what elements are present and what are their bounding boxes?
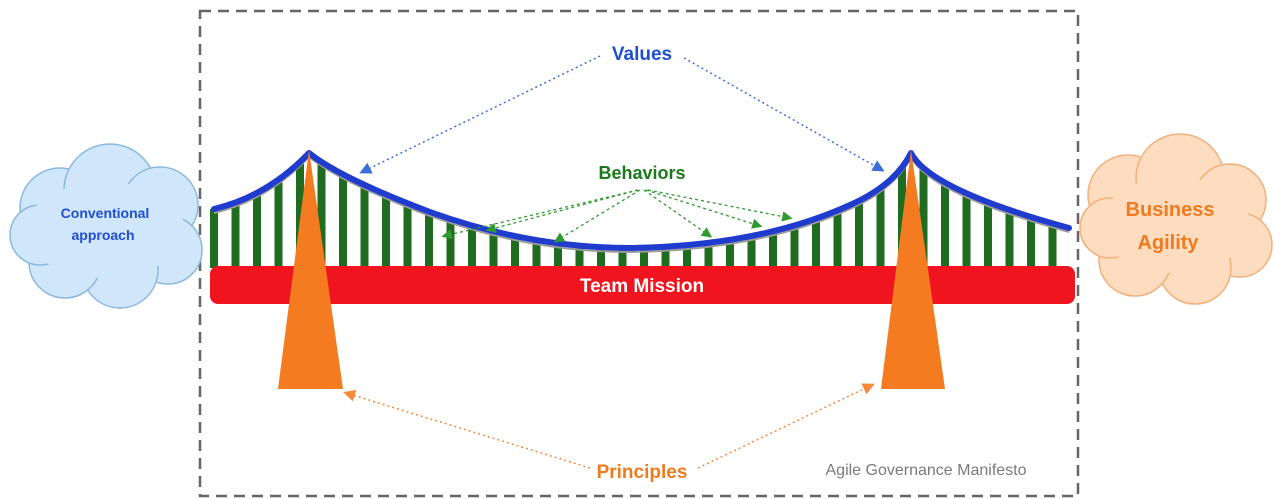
footer-caption: Agile Governance Manifesto [826,462,1027,479]
behaviors-arrow-5 [645,189,763,229]
behaviors-arrow-1 [441,189,639,240]
hanger [360,184,369,268]
hanger [1005,210,1014,268]
hanger [919,168,928,268]
hanger [253,193,261,268]
hanger [683,245,691,268]
behaviors-label: Behaviors [598,163,685,183]
business-label-line1: Business [1126,199,1215,221]
hanger [812,218,820,268]
business-label-line2: Agility [1137,232,1199,254]
hanger [1027,216,1035,268]
values-label: Values [612,44,672,65]
hanger [511,236,519,268]
hanger [382,194,390,268]
values-arrow-right [683,57,885,172]
hanger [296,161,304,268]
hanger [704,242,713,268]
hanger [597,247,605,268]
values-arrow-left [359,55,601,174]
hanger [984,202,992,268]
hanger [1048,223,1057,268]
conventional-approach-cloud: Conventional approach [9,143,203,309]
hanger [274,179,283,268]
hanger [425,211,433,268]
hanger [554,243,562,268]
hanger [446,218,455,268]
hanger [489,231,498,268]
hanger [468,225,476,268]
hanger [339,174,347,268]
team-mission-label: Team Mission [580,276,704,297]
hanger [876,187,885,268]
hanger [898,166,906,268]
principles-arrow-right [697,383,875,469]
behaviors-arrow-4 [643,189,713,238]
hanger [640,247,648,268]
hanger [962,193,971,268]
behaviors-arrow-3 [553,189,641,243]
hanger [941,182,949,268]
hanger [403,203,412,268]
right-tower [881,150,945,389]
bridge-hangers [210,161,1057,268]
hanger [790,225,799,268]
hanger [726,239,734,268]
hanger [661,246,670,268]
conventional-label-line1: Conventional [61,205,150,221]
left-tower [278,150,343,389]
conventional-label-line2: approach [71,227,134,243]
behaviors-arrow-6 [647,189,793,222]
behaviors-arrow-2 [485,189,639,234]
hanger [833,210,842,268]
principles-arrow-left [343,389,591,469]
hanger [575,245,584,268]
hanger [747,235,756,268]
hanger [317,162,326,268]
hanger [769,231,777,268]
hanger [231,202,240,268]
hanger [618,248,627,268]
hanger [210,209,218,268]
diagram-frame [198,9,1080,498]
business-agility-cloud: Business Agility [1079,133,1273,305]
principles-label: Principles [597,462,688,483]
team-mission-deck [210,266,1075,304]
hanger [855,200,863,268]
hanger [532,240,541,268]
